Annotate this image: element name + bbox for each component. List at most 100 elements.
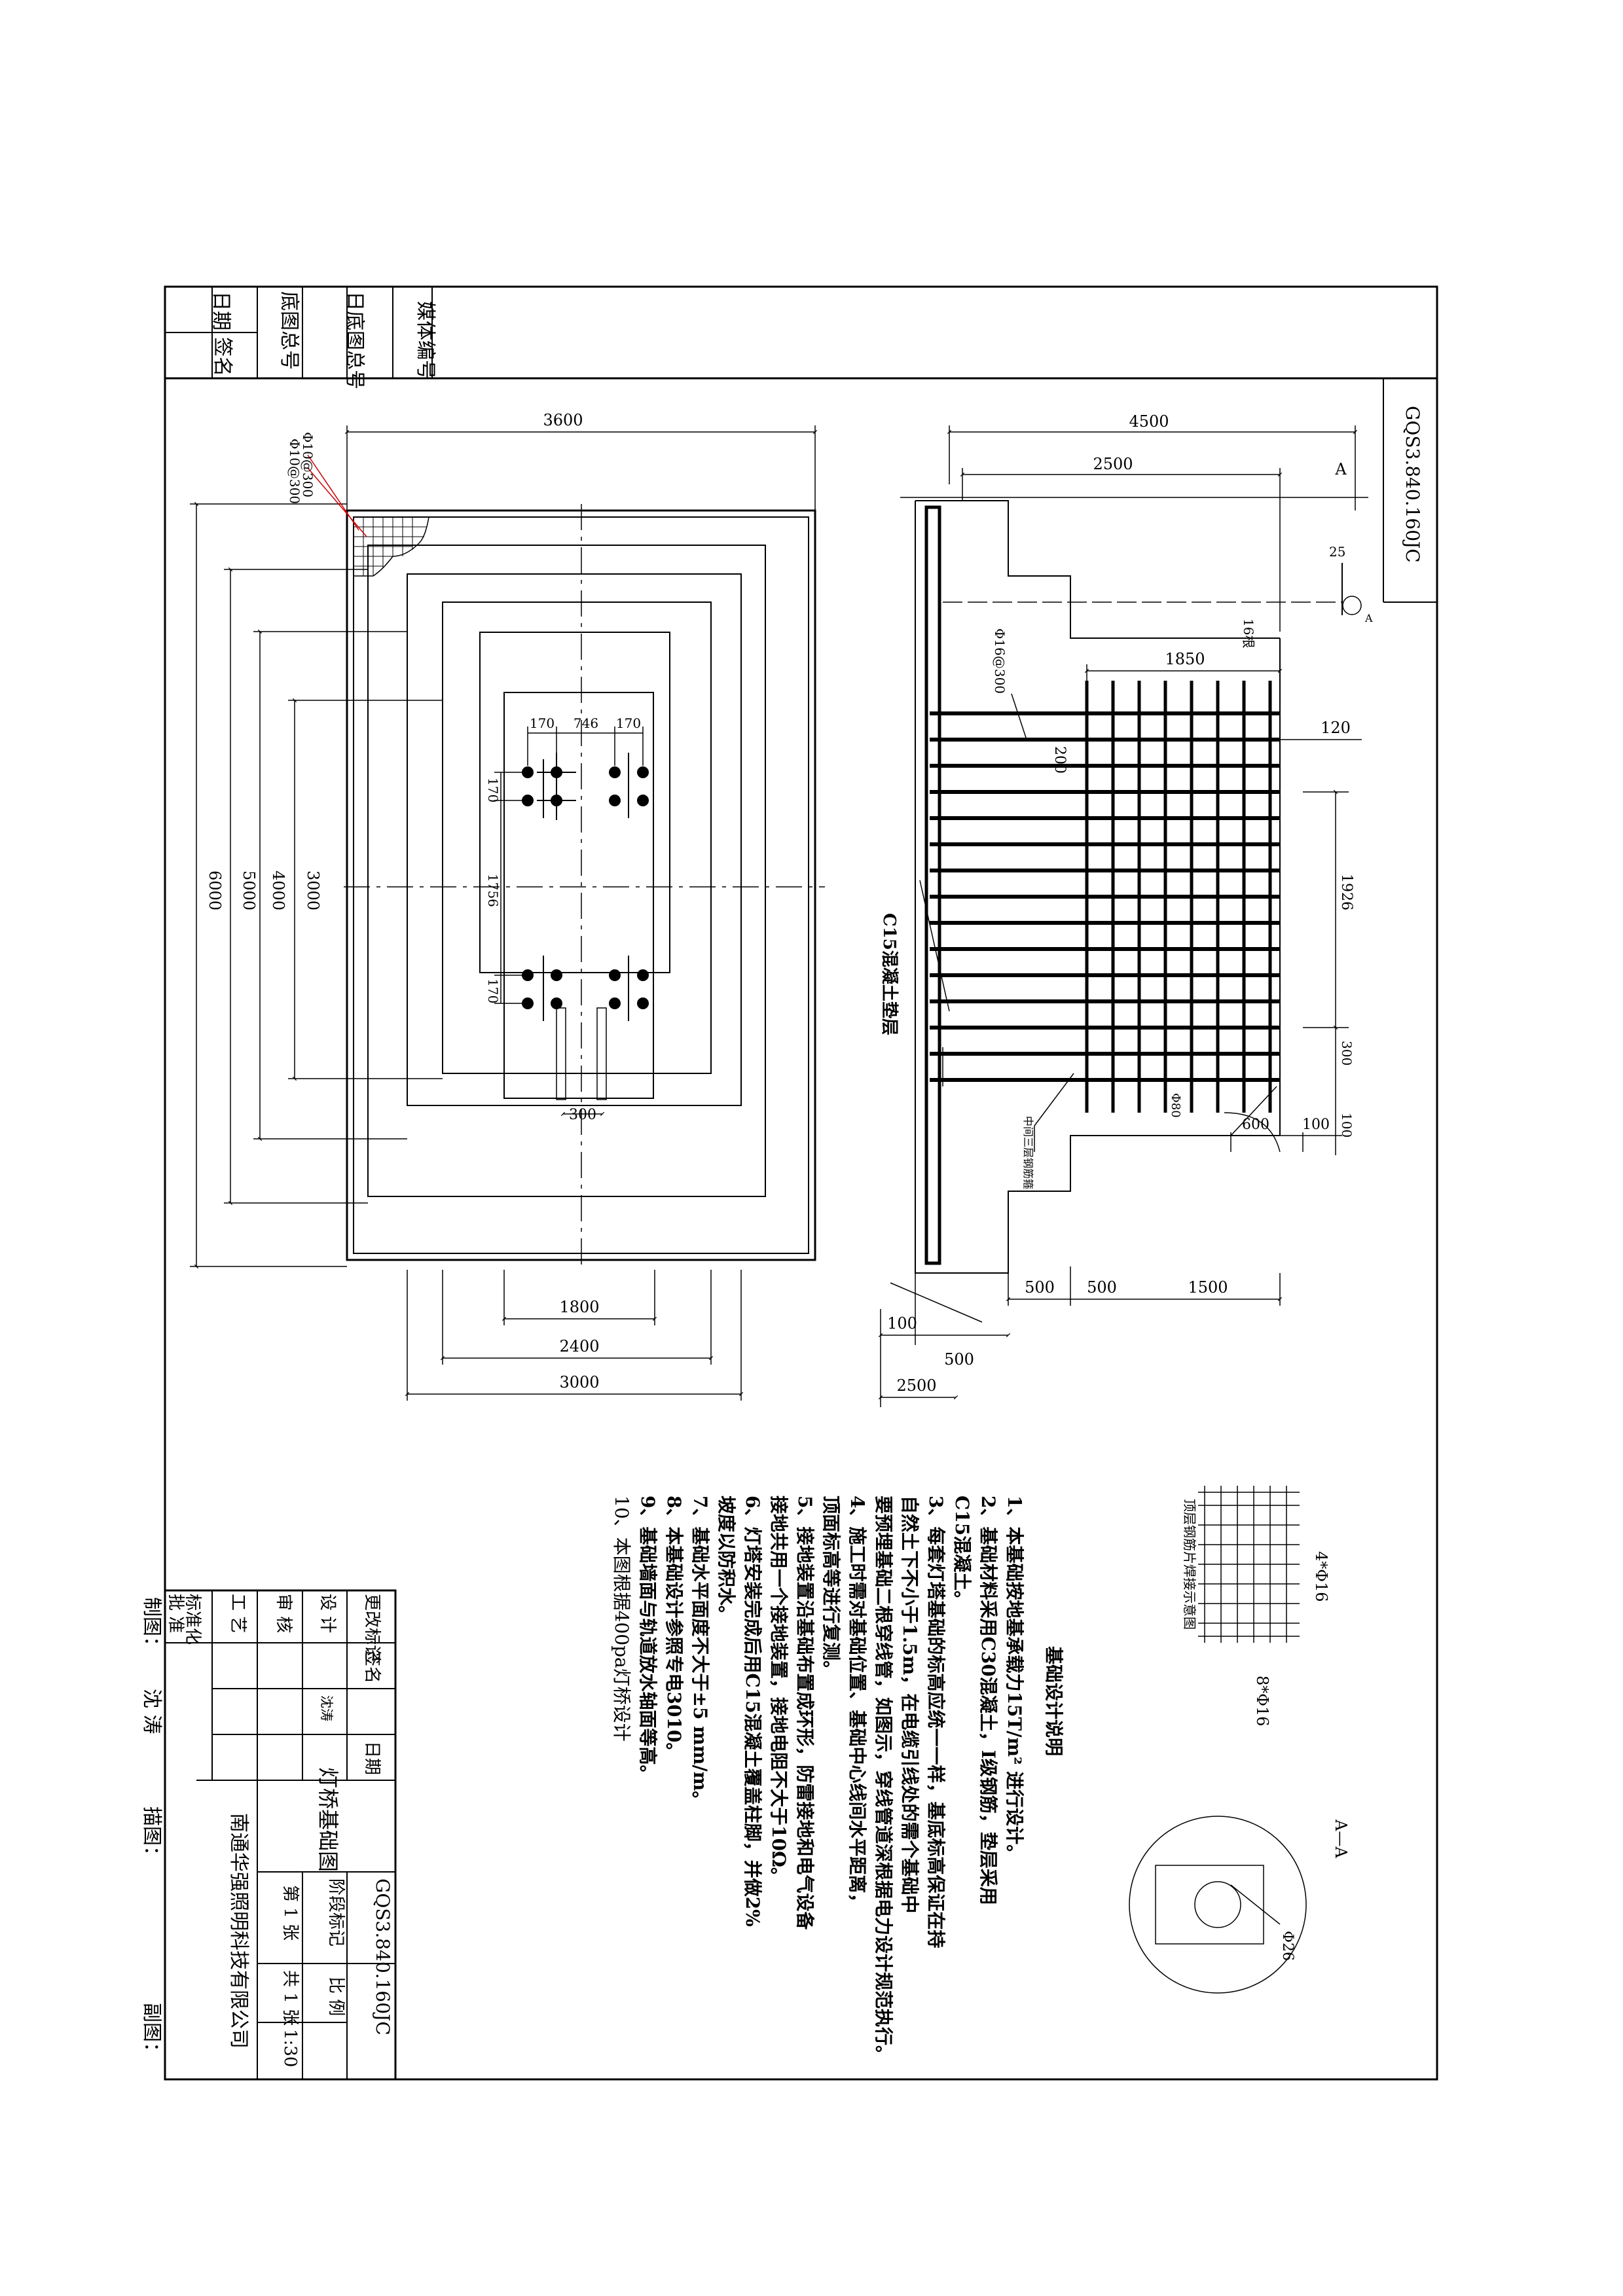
top-strip-text: 媒体编号 日底图总号 底图总号 日期 签名 [210,291,437,389]
dim-4000: 4000 [269,870,287,910]
dim-500-c: 500 [944,1350,974,1369]
tb-company: 南通华强照明科技有限公司 [227,1813,250,2049]
anchor-bolts [522,753,649,1021]
tb-sign: 签名 [362,1649,382,1683]
note-line: 接地共用一个接地装置，接地电阻不大于10Ω。 [768,1496,790,1886]
dim-3000-h: 3000 [559,1373,599,1391]
rebar-label-a: Φ10@300 [300,432,316,497]
dim-2400: 2400 [559,1337,599,1355]
tb-designer: 沈涛 [319,1695,335,1721]
tb-review: 审 核 [274,1594,293,1633]
tb-process: 工 艺 [228,1594,247,1633]
section-dimension-text: 4500 2500 A A 25 Φ16@300 16根 1850 120 20… [879,412,1373,1395]
tb-scale: 1:30 [280,2029,300,2067]
dim-100-v: 100 [1339,1113,1355,1138]
plate-section-aa [1129,1816,1307,1994]
tb-stage: 阶段标记 [326,1878,346,1946]
dim-1926: 1926 [1338,874,1355,910]
note-line: 要预埋基础二根穿线管，如图示，穿线管道深根据电力设计规范执行。 [873,1496,894,2064]
tb-change: 更改标记 [362,1594,382,1662]
dim-3000-v: 3000 [304,870,322,910]
bolt-group-bottom [522,956,649,1021]
plan-dimensions [190,425,818,1401]
cushion-label: C15混凝土垫层 [879,913,899,1035]
dim-1756: 1756 [485,874,501,907]
title-block [164,1589,397,2081]
dim-4500: 4500 [1129,412,1169,431]
base-total-no-label: 日底图总号 [343,291,366,389]
weld-detail-text: 4*Φ16 顶层钢筋片焊接示意图 8*Φ16 [1182,1499,1330,1726]
section-dimensions [878,425,1362,1407]
middle-rebar-label: 中间三层钢筋箍 [1022,1116,1034,1189]
rebar-label-b: Φ10@300 [287,439,302,504]
dim-500-b: 500 [1087,1278,1117,1297]
dim-100-h: 100 [1302,1117,1330,1133]
note-line: 3、每套灯塔基础的标高应统一一样，基底标高保证在持 [925,1496,947,1948]
tb-scale-label: 比 例 [326,1977,346,2016]
dim-170-a: 170 [530,715,555,731]
label-16: 16根 [1241,619,1256,648]
media-no-label: 媒体编号 [414,301,437,380]
dim-200: 200 [1051,746,1068,774]
sheet-border [164,285,1438,2081]
tb-standard: 标准化 [183,1594,202,1645]
rebar-grid [930,711,1280,1082]
tb-drawn-name: 沈 涛 [140,1689,163,1734]
tb-sheet-no: 第 1 张 [280,1885,300,1941]
top-strip [165,287,433,378]
dim-25: 25 [1329,544,1345,560]
tb-drawn-by: 制图： [140,1597,163,1656]
tb-approve: 批 准 [166,1594,185,1633]
dim-120: 120 [1321,719,1351,737]
dim-300: 300 [569,1107,596,1123]
tb-traced-by: 描图： [140,1806,163,1865]
section-mark-a2: A [1364,612,1373,624]
dim-170-c: 170 [485,778,501,802]
note-line: 1、本基础按地基承载力15T/m² 进行设计。 [1004,1496,1025,1863]
note-line: 顶面标高等进行复测。 [820,1496,842,1679]
dim-5000: 5000 [240,870,258,910]
date-label: 日期 [210,291,232,331]
note-line: 2、基础材料采用C30混凝土，I级钢筋，垫层采用 [977,1496,999,1905]
note-line: 4、施工时需对基础位置、基础中心线间水平距离， [847,1496,868,1912]
dim-100-b: 100 [887,1314,917,1333]
tb-checked-by: 副图： [140,2003,163,2062]
dim-170-b: 170 [616,715,641,731]
note-line: 自然土下不小于1.5m，在电缆引线处的需个基础中 [899,1496,921,1913]
phi-80: Φ80 [1169,1093,1182,1118]
note-line: C15混凝土。 [951,1496,973,1609]
tb-drawing-no: GQS3.840.160JC [372,1878,393,2036]
note-line: 6、灯塔安装完成后用C15混凝土覆盖柱脚，并做2% [742,1496,763,1927]
tb-drawing-title: 灯桥基础图 [316,1767,340,1872]
count-8phi16: 8*Φ16 [1253,1676,1271,1726]
weld-detail [1198,1486,1300,1643]
dim-6000: 6000 [206,870,224,910]
count-4phi16: 4*Φ16 [1312,1551,1330,1602]
section-title-aa: A—A [1332,1819,1350,1858]
note-line: 8、本基础设计参照专电3010。 [663,1496,685,1761]
dim-1850: 1850 [1165,650,1205,668]
plan-dimension-text: 3600 Φ10@300 Φ10@300 6000 5000 4000 3000… [206,411,641,1391]
note-line: 坡度以防积水。 [716,1496,737,1624]
note-line: 7、基础水平面度不大于±5 mm/m。 [689,1496,711,1809]
dim-1500: 1500 [1188,1278,1228,1297]
plan-view [344,504,825,1270]
section-view [900,497,1368,1274]
phi-26: Φ26 [1279,1931,1296,1961]
base-total-no2-label: 底图总号 [278,291,301,370]
dim-2500: 2500 [1093,455,1133,473]
dim-1800: 1800 [559,1298,599,1316]
rebar-16: Φ16@300 [992,628,1008,694]
dim-300-v: 300 [1339,1041,1355,1066]
weld-caption: 顶层钢筋片焊接示意图 [1182,1499,1197,1630]
notes-title: 基础设计说明 [1043,1646,1065,1756]
tb-design: 设 计 [318,1594,337,1633]
title-block-text: 更改标记 签名 日期 设 计 沈涛 审 核 工 艺 标准化 批 准 灯桥基础图 … [140,1594,393,2067]
dim-746: 746 [574,715,598,731]
dim-3600: 3600 [543,411,583,429]
plate-section-text: A—A Φ26 [1279,1819,1350,1961]
tb-date: 日期 [362,1741,382,1775]
bolt-group-top [522,753,649,820]
note-line: 9、基础墙面与轨道放水轴面等高。 [637,1496,659,1783]
